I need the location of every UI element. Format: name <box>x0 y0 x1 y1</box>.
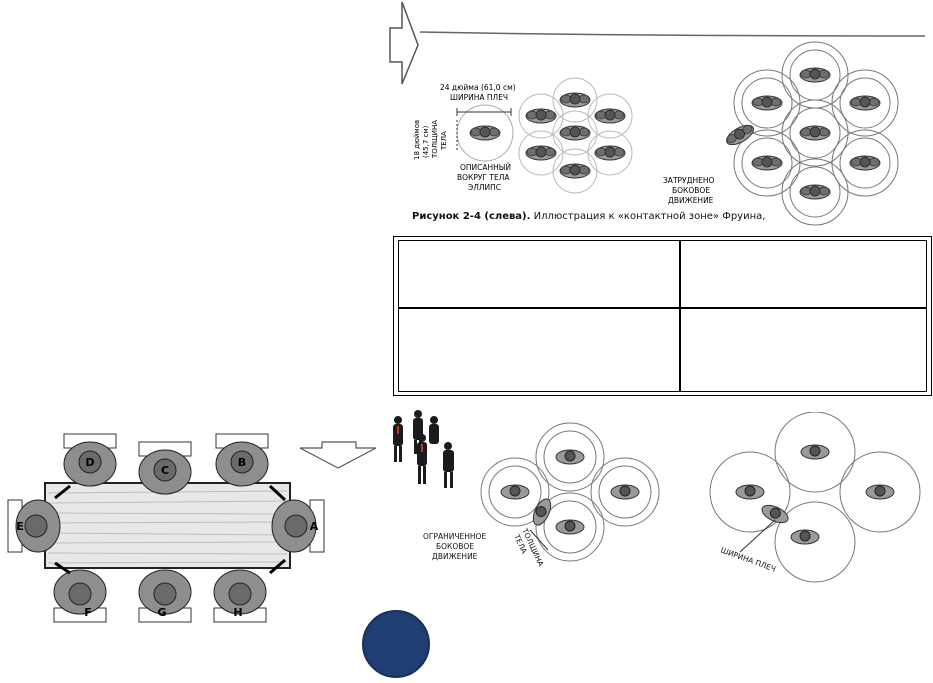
body-depth-caption-1: ТОЛЩИНА <box>431 120 439 159</box>
ellipse-cluster-small <box>518 77 633 194</box>
body-depth-label-2: (45,7 см) <box>422 125 430 158</box>
body-depth-label-1: 18 дюймов <box>413 120 421 160</box>
nav-circle-button[interactable] <box>362 610 430 678</box>
personal-space-figure: 24 дюйма (61,0 см) ШИРИНА ПЛЕЧ 18 дюймов… <box>413 41 899 226</box>
limited-label-2: БОКОВОЕ <box>436 542 474 551</box>
info-table <box>393 236 932 396</box>
caption-bold: Рисунок 2-4 (слева). <box>412 211 531 222</box>
conference-table-figure: D C B E A F G H <box>7 433 325 623</box>
top-arrow-banner <box>389 1 926 85</box>
arrow-outline <box>389 1 419 85</box>
down-arrow-shape <box>299 441 377 469</box>
seat-label-c: C <box>161 464 169 477</box>
seat-label-f: F <box>84 606 92 619</box>
ellipse-cluster-large <box>733 41 899 226</box>
table-cell-r1c1 <box>398 240 680 308</box>
crowd-contact-figure: ОГРАНИЧЕННОЕ БОКОВОЕ ДВИЖЕНИЕ ТОЛЩИНА ТЕ… <box>423 412 921 583</box>
limited-label-3: ДВИЖЕНИЕ <box>432 552 478 561</box>
hindered-label-2: БОКОВОЕ <box>672 186 710 195</box>
seat-label-g: G <box>157 606 166 619</box>
bottom-shoulder-label: ШИРИНА ПЛЕЧ <box>719 545 777 573</box>
ellipse-label-3: ЭЛЛИПС <box>468 183 501 192</box>
body-depth-caption-2: ТЕЛА <box>440 131 448 151</box>
meeting-table <box>44 482 291 569</box>
shoulder-width-caption: ШИРИНА ПЛЕЧ <box>450 93 508 102</box>
table-cell-r2c1 <box>398 308 680 392</box>
caption-rest: Иллюстрация к «контактной зоне» Фруина, <box>530 211 766 222</box>
ellipse-label-1: ОПИСАННЫЙ <box>460 163 511 172</box>
seat-label-a: A <box>310 520 319 533</box>
seat-label-b: B <box>238 456 246 469</box>
shoulder-width-label: 24 дюйма (61,0 см) <box>440 83 516 92</box>
seat-label-e: E <box>16 520 24 533</box>
hindered-label-3: ДВИЖЕНИЕ <box>668 196 714 205</box>
table-cell-r1c2 <box>680 240 927 308</box>
seat-label-d: D <box>85 456 94 469</box>
figure-caption: Рисунок 2-4 (слева). Иллюстрация к «конт… <box>412 211 765 222</box>
banner-line <box>419 31 926 37</box>
table-cell-r2c2 <box>680 308 927 392</box>
ellipse-label-2: ВОКРУГ ТЕЛА <box>457 173 510 182</box>
seat-label-h: H <box>233 606 242 619</box>
seat-f <box>53 569 107 623</box>
business-people-photo <box>393 410 454 488</box>
limited-label-1: ОГРАНИЧЕННОЕ <box>423 532 486 541</box>
hindered-label-1: ЗАТРУДНЕНО <box>663 176 714 185</box>
